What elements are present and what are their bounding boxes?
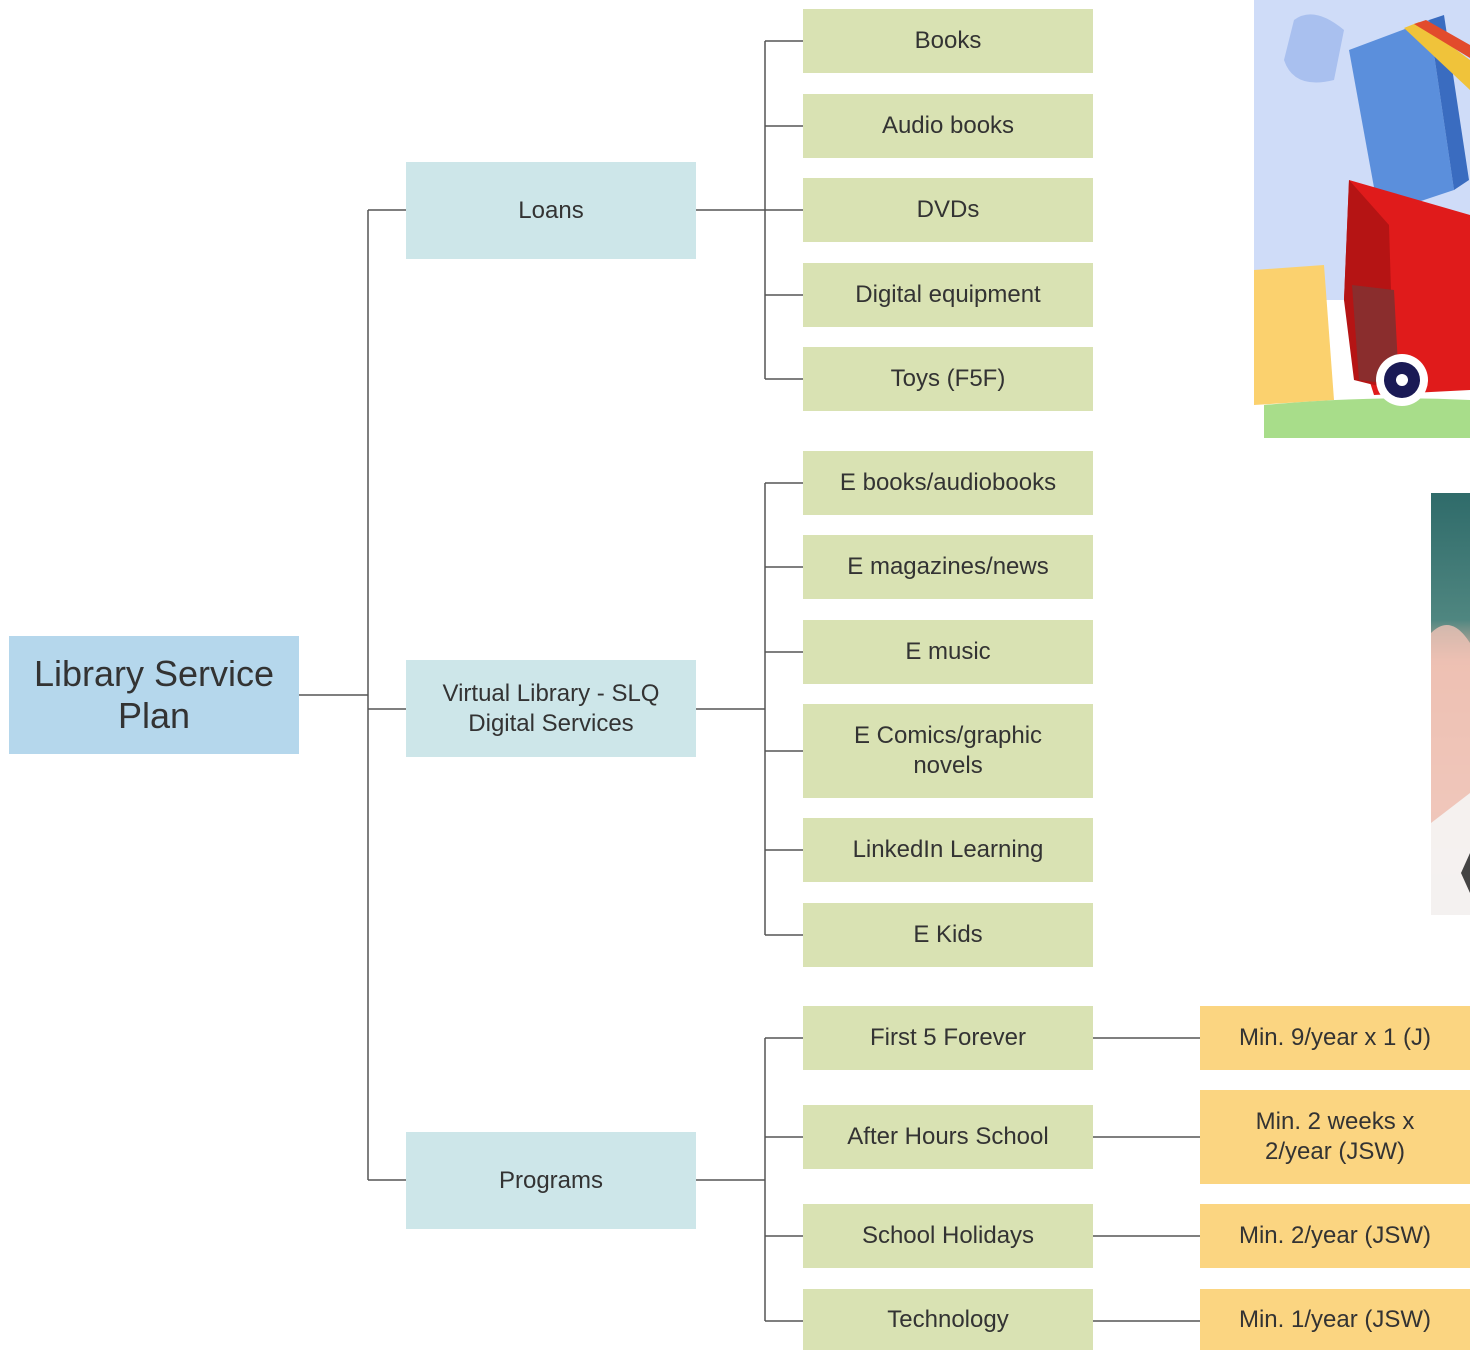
- leaf-label: Digital equipment: [855, 281, 1041, 308]
- leaf-label: First 5 Forever: [869, 1024, 1027, 1051]
- leaf-label: Audio books: [881, 112, 1015, 139]
- note-label: Min. 2 weeks x 2/year (JSW): [1255, 1108, 1415, 1165]
- note-label: Min. 2/year (JSW): [1238, 1222, 1432, 1249]
- leaf-toys: Toys (F5F): [803, 347, 1093, 411]
- branch-label: Virtual Library - SLQ Digital Services: [442, 679, 660, 737]
- leaf-label: Technology: [887, 1305, 1009, 1333]
- leaf-emusic: E music: [803, 620, 1093, 684]
- leaf-label: E Kids: [913, 921, 983, 948]
- branch-label: Programs: [498, 1166, 604, 1194]
- leaf-label: E magazines/news: [847, 553, 1049, 580]
- note-first-5-forever: Min. 9/year x 1 (J): [1200, 1006, 1470, 1070]
- branch-label: Loans: [518, 196, 584, 224]
- leaf-audio-books: Audio books: [803, 94, 1093, 158]
- leaf-linkedin-learning: LinkedIn Learning: [803, 818, 1093, 882]
- leaf-label: LinkedIn Learning: [852, 836, 1044, 863]
- book-cart-image: [1254, 0, 1470, 438]
- photo-image: [1431, 493, 1470, 915]
- leaf-ekids: E Kids: [803, 903, 1093, 967]
- leaf-label: After Hours School: [847, 1123, 1049, 1150]
- leaf-school-holidays: School Holidays: [803, 1204, 1093, 1268]
- leaf-first-5-forever: First 5 Forever: [803, 1006, 1093, 1070]
- leaf-books: Books: [803, 9, 1093, 73]
- note-school-holidays: Min. 2/year (JSW): [1200, 1204, 1470, 1268]
- leaf-label: DVDs: [916, 196, 980, 223]
- leaf-ecomics: E Comics/graphic novels: [803, 704, 1093, 798]
- leaf-digital-equipment: Digital equipment: [803, 263, 1093, 327]
- branch-loans: Loans: [406, 162, 696, 259]
- branch-virtual-library: Virtual Library - SLQ Digital Services: [406, 660, 696, 757]
- leaf-label: E books/audiobooks: [839, 469, 1057, 496]
- note-label: Min. 1/year (JSW): [1238, 1305, 1432, 1333]
- leaf-ebooks: E books/audiobooks: [803, 451, 1093, 515]
- leaf-label: E music: [905, 638, 991, 665]
- leaf-after-hours-school: After Hours School: [803, 1105, 1093, 1169]
- leaf-emagazines: E magazines/news: [803, 535, 1093, 599]
- root-node: Library Service Plan: [9, 636, 299, 754]
- note-after-hours-school: Min. 2 weeks x 2/year (JSW): [1200, 1090, 1470, 1184]
- root-label: Library Service Plan: [33, 653, 275, 736]
- note-label: Min. 9/year x 1 (J): [1238, 1024, 1432, 1051]
- leaf-label: Toys (F5F): [890, 365, 1006, 392]
- leaf-technology: Technology: [803, 1289, 1093, 1350]
- branch-programs: Programs: [406, 1132, 696, 1229]
- leaf-label: E Comics/graphic novels: [853, 722, 1043, 779]
- note-technology: Min. 1/year (JSW): [1200, 1289, 1470, 1350]
- leaf-dvds: DVDs: [803, 178, 1093, 242]
- leaf-label: School Holidays: [861, 1222, 1035, 1249]
- leaf-label: Books: [914, 27, 982, 54]
